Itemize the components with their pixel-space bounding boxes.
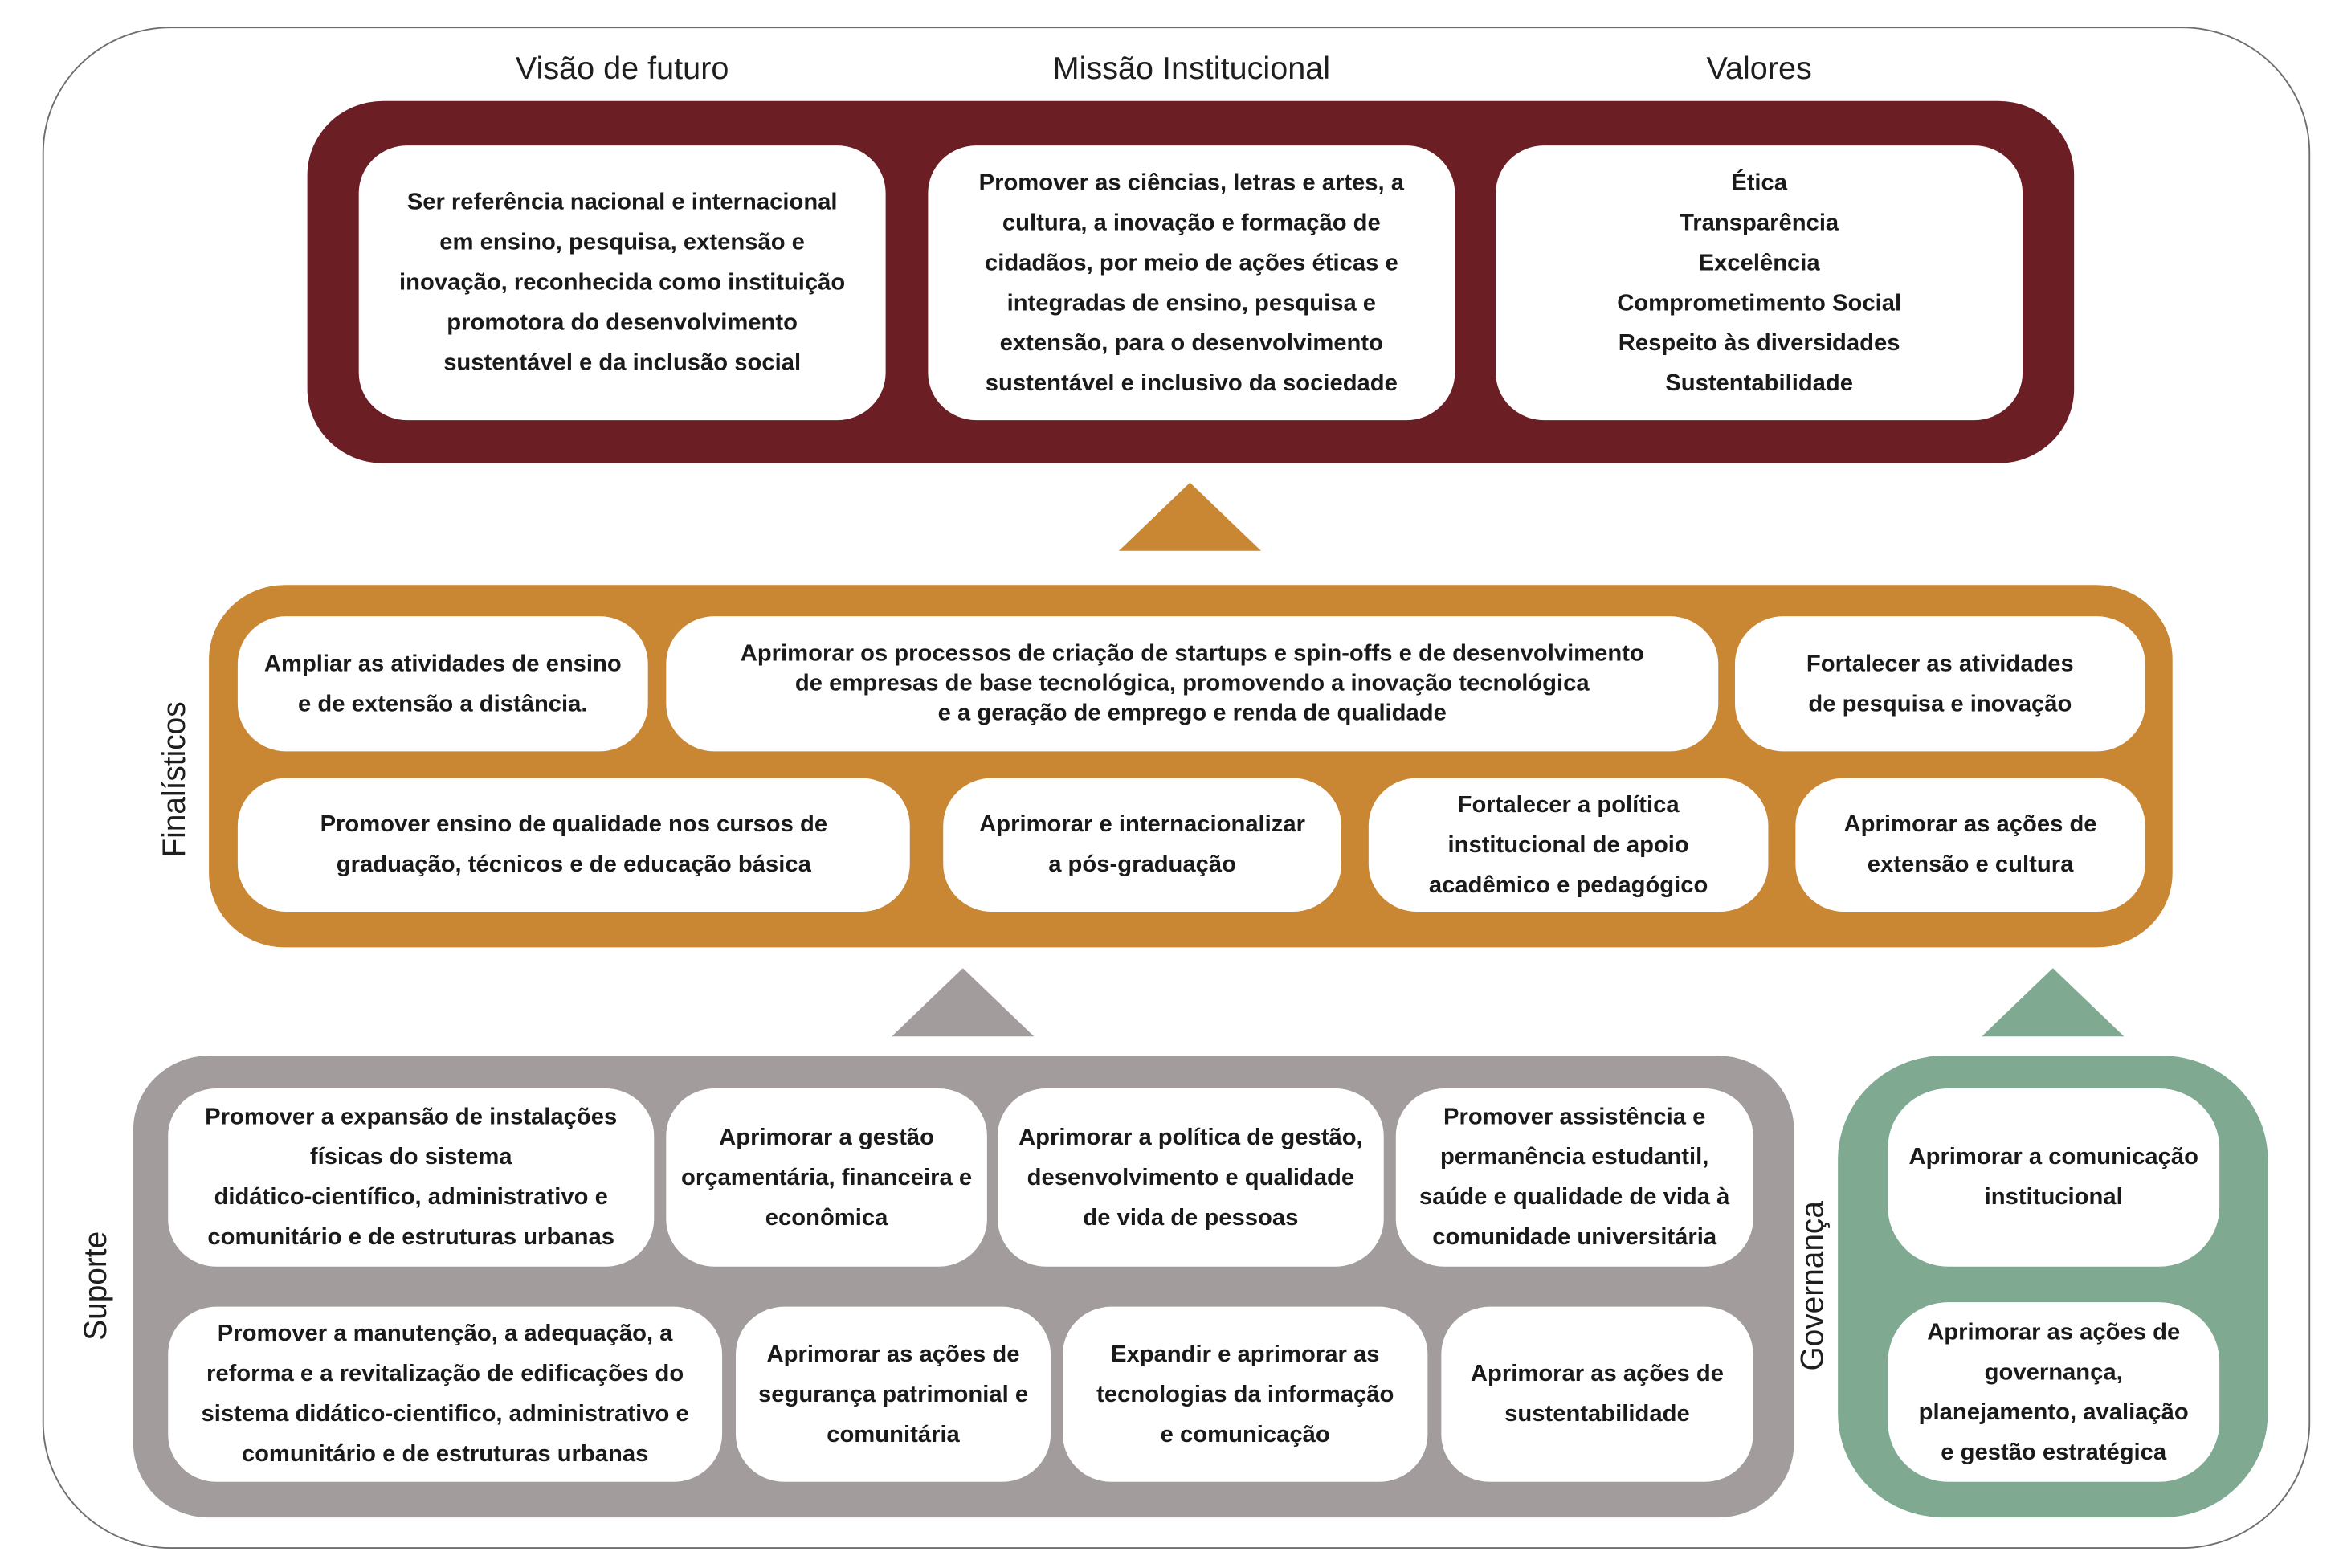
finalisticos-item: Aprimorar os processos de criação de sta… [666,616,1719,752]
header-visao: Visão de futuro [515,51,729,87]
header-valores: Valores [1706,51,1812,87]
finalisticos-item: Promover ensino de qualidade nos cursos … [237,778,910,912]
finalisticos-item: Fortalecer as atividades de pesquisa e i… [1734,616,2145,752]
arrow-up-finalisticos-icon [1118,482,1262,551]
governanca-item: Aprimorar a comunicação institucional [1888,1088,2220,1267]
suporte-label: Suporte [79,1231,114,1341]
finalisticos-item: Aprimorar as ações de extensão e cultura [1795,778,2145,912]
visao-card: Ser referência nacional e internacional … [358,145,886,421]
suporte-item: Aprimorar a gestão orçamentária, finance… [666,1088,987,1267]
governanca-label: Governança [1795,1201,1831,1371]
suporte-item: Aprimorar as ações de segurança patrimon… [736,1306,1051,1482]
suporte-item: Aprimorar a política de gestão, desenvol… [998,1088,1384,1267]
finalisticos-item: Ampliar as atividades de ensino e de ext… [237,616,648,752]
arrow-up-governanca-icon [1982,968,2125,1037]
header-missao: Missão Institucional [1052,51,1331,87]
governanca-item: Aprimorar as ações de governança, planej… [1888,1302,2220,1482]
suporte-item: Promover a expansão de instalações físic… [168,1088,655,1267]
valores-card: Ética Transparência Excelência Compromet… [1496,145,2023,421]
suporte-item: Expandir e aprimorar as tecnologias da i… [1063,1306,1428,1482]
missao-card: Promover as ciências, letras e artes, a … [928,145,1455,421]
suporte-item: Aprimorar as ações de sustentabilidade [1441,1306,1753,1482]
suporte-item: Promover a manutenção, a adequação, a re… [168,1306,723,1482]
suporte-item: Promover assistência e permanência estud… [1395,1088,1753,1267]
finalisticos-item: Fortalecer a política institucional de a… [1368,778,1769,912]
finalisticos-label: Finalísticos [157,701,193,858]
arrow-up-suporte-icon [892,968,1035,1037]
finalisticos-item: Aprimorar e internacionalizar a pós-grad… [943,778,1341,912]
